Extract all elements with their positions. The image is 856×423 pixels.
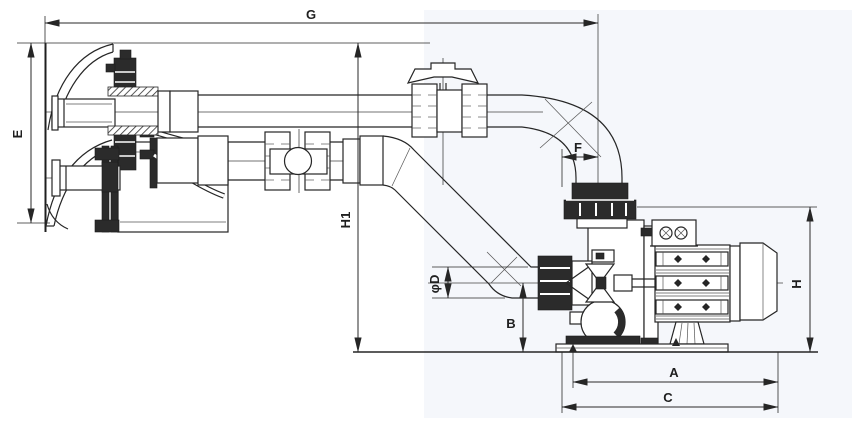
jet-nozzle [51, 95, 116, 131]
fan-cover [739, 242, 778, 321]
valve-union-right [461, 83, 488, 138]
discharge-union [563, 182, 637, 220]
motor [650, 219, 778, 345]
dim-G: G [44, 7, 599, 47]
dim-label-H1: H1 [338, 212, 353, 229]
dim-label-A: A [669, 365, 679, 380]
dim-label-H: H [789, 279, 804, 288]
suction-stub [51, 159, 121, 197]
cable-gland-icon [659, 226, 673, 240]
motor-body [654, 244, 731, 323]
suction-union [537, 255, 593, 325]
dim-A: A [572, 344, 779, 413]
top-pipe [107, 62, 623, 184]
dim-F: F [561, 140, 599, 187]
base-plate [353, 335, 818, 353]
ball-valve-ball [283, 146, 313, 176]
valve-body [436, 89, 463, 133]
tie-rod-rows [655, 251, 729, 315]
dim-label-phiD: φD [427, 275, 442, 294]
mid-pipe [156, 131, 540, 299]
dim-label-C: C [663, 390, 673, 405]
dim-H: H [637, 206, 817, 353]
valve-handle [406, 62, 480, 84]
scan-tint [424, 10, 852, 418]
impeller [565, 249, 658, 303]
dim-phiD: φD [427, 266, 528, 299]
ball-valve [264, 131, 331, 191]
dimensions: G E H1 F φD B [10, 7, 817, 413]
cable-gland-icon [674, 226, 688, 240]
dim-label-F: F [574, 140, 582, 155]
dim-C: C [561, 352, 779, 413]
end-bell [729, 245, 741, 322]
dim-label-E: E [10, 129, 25, 138]
hose-nipple [139, 149, 155, 160]
motor-fins [656, 248, 729, 320]
terminal-box [650, 219, 698, 247]
dim-B: B [506, 282, 527, 353]
suction-elbow [382, 135, 540, 299]
valve-union-left [411, 83, 438, 138]
dim-H1: H1 [338, 42, 362, 353]
dim-label-G: G [306, 7, 316, 22]
dim-label-B: B [506, 316, 515, 331]
shutoff-valve [406, 62, 488, 138]
